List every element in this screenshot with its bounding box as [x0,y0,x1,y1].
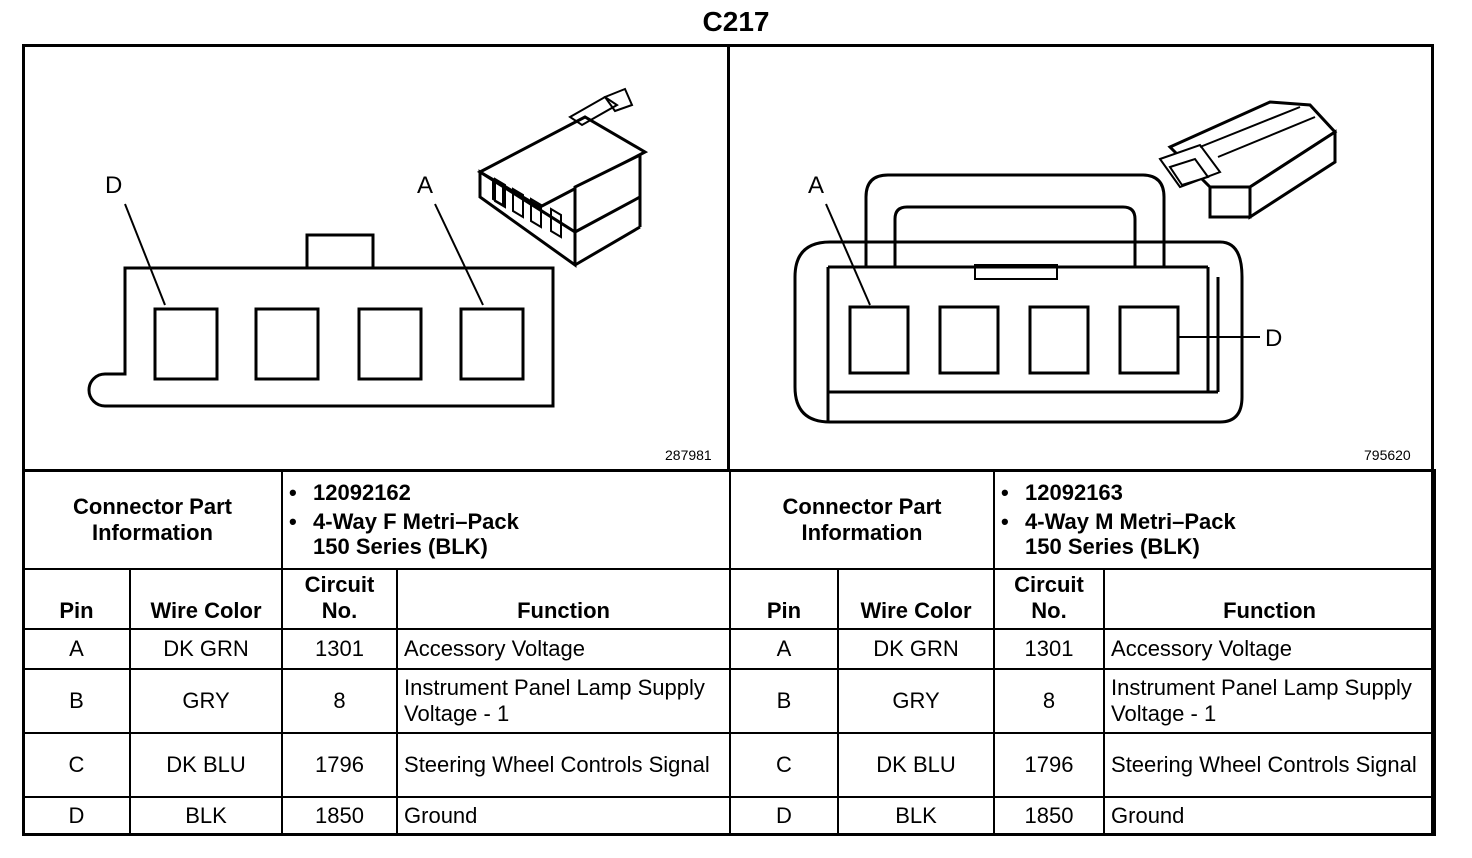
header-pin: Pin [22,568,131,630]
header-circuit-no: Circuit No. [993,568,1106,630]
wire-color-cell: DK BLU [128,732,284,798]
pin-cell: D [22,796,131,836]
part-number: 12092162 [313,480,411,505]
function-cell: Ground [1103,796,1437,836]
circuit-cell: 1796 [281,732,399,798]
connector-part-info: •12092162 •4-Way F Metri–Pack 150 Series… [281,469,732,570]
function-cell: Steering Wheel Controls Signal [396,732,732,798]
pin-cell: A [22,628,131,670]
table-row: C DK BLU 1796 Steering Wheel Controls Si… [22,732,732,798]
connector-part-info: •12092163 •4-Way M Metri–Pack 150 Series… [993,469,1437,570]
right-connector-figure: A D 795620 [730,47,1431,469]
part-description-line1: 4-Way M Metri–Pack [1025,509,1236,534]
pin-cell: A [729,628,839,670]
wire-color-cell: GRY [128,668,284,734]
circuit-cell: 1301 [281,628,399,670]
right-figure-id: 795620 [1364,447,1411,463]
male-connector-face [793,173,1260,424]
header-wire-color: Wire Color [128,568,284,630]
male-connector-iso-icon [1158,100,1338,220]
female-connector-face [87,203,555,408]
wire-color-cell: DK GRN [128,628,284,670]
connector-title: C217 [702,6,770,37]
pin-cell: C [22,732,131,798]
part-description-line2: 150 Series (BLK) [1025,534,1200,559]
table-row: B GRY 8 Instrument Panel Lamp Supply Vol… [729,668,1437,734]
circuit-cell: 1850 [281,796,399,836]
function-cell: Steering Wheel Controls Signal [1103,732,1437,798]
wire-color-cell: BLK [836,796,996,836]
part-description-line1: 4-Way F Metri–Pack [313,509,519,534]
function-cell: Ground [396,796,732,836]
circuit-cell: 1850 [993,796,1106,836]
pin-label-a-right: A [808,172,824,199]
circuit-cell: 8 [281,668,399,734]
vertical-divider [727,44,730,472]
circuit-cell: 1301 [993,628,1106,670]
part-description-line2: 150 Series (BLK) [313,534,488,559]
pin-label-d-right: D [1265,325,1282,352]
connector-part-info-label: Connector Part Information [728,469,996,570]
female-connector-iso-icon [476,87,649,268]
wire-color-cell: DK GRN [836,628,996,670]
left-connector-table: Connector Part Information •12092162 •4-… [21,469,732,836]
pin-cell: B [22,668,131,734]
table-row: D BLK 1850 Ground [22,796,732,836]
left-figure-id: 287981 [665,447,712,463]
circuit-cell: 1796 [993,732,1106,798]
header-wire-color: Wire Color [836,568,996,630]
function-cell: Accessory Voltage [1103,628,1437,670]
function-cell: Instrument Panel Lamp Supply Voltage - 1 [1103,668,1437,734]
table-row: C DK BLU 1796 Steering Wheel Controls Si… [729,732,1437,798]
pin-label-a-left: A [417,172,433,199]
function-cell: Accessory Voltage [396,628,732,670]
pin-cell: B [729,668,839,734]
circuit-cell: 8 [993,668,1106,734]
table-row: A DK GRN 1301 Accessory Voltage [22,628,732,670]
table-row: A DK GRN 1301 Accessory Voltage [729,628,1437,670]
wire-color-cell: BLK [128,796,284,836]
pin-label-d-left: D [105,172,122,199]
male-connector-drawing: A D [793,100,1338,424]
female-connector-drawing: D A [87,87,649,408]
function-cell: Instrument Panel Lamp Supply Voltage - 1 [396,668,732,734]
wire-color-cell: DK BLU [836,732,996,798]
header-function: Function [1103,568,1437,630]
wire-color-cell: GRY [836,668,996,734]
table-row: B GRY 8 Instrument Panel Lamp Supply Vol… [22,668,732,734]
part-number: 12092163 [1025,480,1123,505]
right-connector-table: Connector Part Information •12092163 •4-… [728,469,1437,836]
pin-cell: C [729,732,839,798]
left-connector-figure: D A 287981 [25,47,727,469]
header-function: Function [396,568,732,630]
header-pin: Pin [729,568,839,630]
header-circuit-no: Circuit No. [281,568,399,630]
table-row: D BLK 1850 Ground [729,796,1437,836]
connector-part-info-label: Connector Part Information [21,469,284,570]
pin-cell: D [729,796,839,836]
